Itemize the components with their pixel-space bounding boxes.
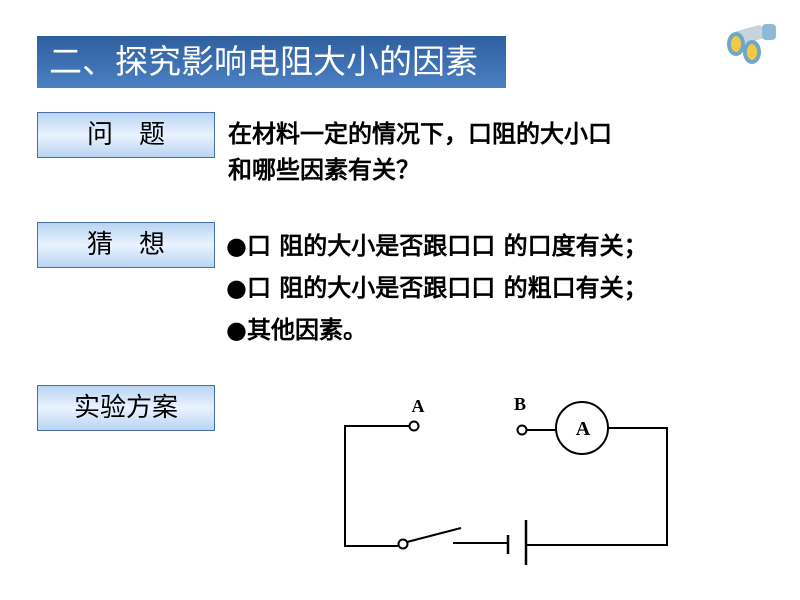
terminal-a [408, 420, 420, 432]
terminal-a-label: A [412, 396, 425, 416]
question-line-2: 和哪些因素有关？ [228, 156, 420, 184]
switch-blade [406, 527, 462, 543]
switch-pivot [397, 538, 409, 550]
hypothesis-label: 猜 想 [37, 222, 215, 268]
ammeter-label: A [576, 418, 591, 440]
left-wire [344, 425, 410, 547]
plan-label: 实验方案 [37, 385, 215, 431]
hypothesis-item: ●口 阻的大小是否跟口口 的口度有关； [226, 232, 648, 260]
question-label: 问 题 [37, 112, 215, 158]
terminal-b [516, 424, 528, 436]
binoculars-icon [727, 24, 776, 64]
question-line-1: 在材料一定的情况下，口阻的大小口 [228, 120, 612, 148]
hypothesis-item: ●口 阻的大小是否跟口口 的粗口有关； [226, 274, 648, 302]
hypothesis-item: ●其他因素。 [226, 316, 367, 344]
terminal-b-label: B [514, 394, 526, 414]
slide-title: 二、探究影响电阻大小的因素 [37, 36, 506, 88]
right-wire [527, 427, 668, 546]
